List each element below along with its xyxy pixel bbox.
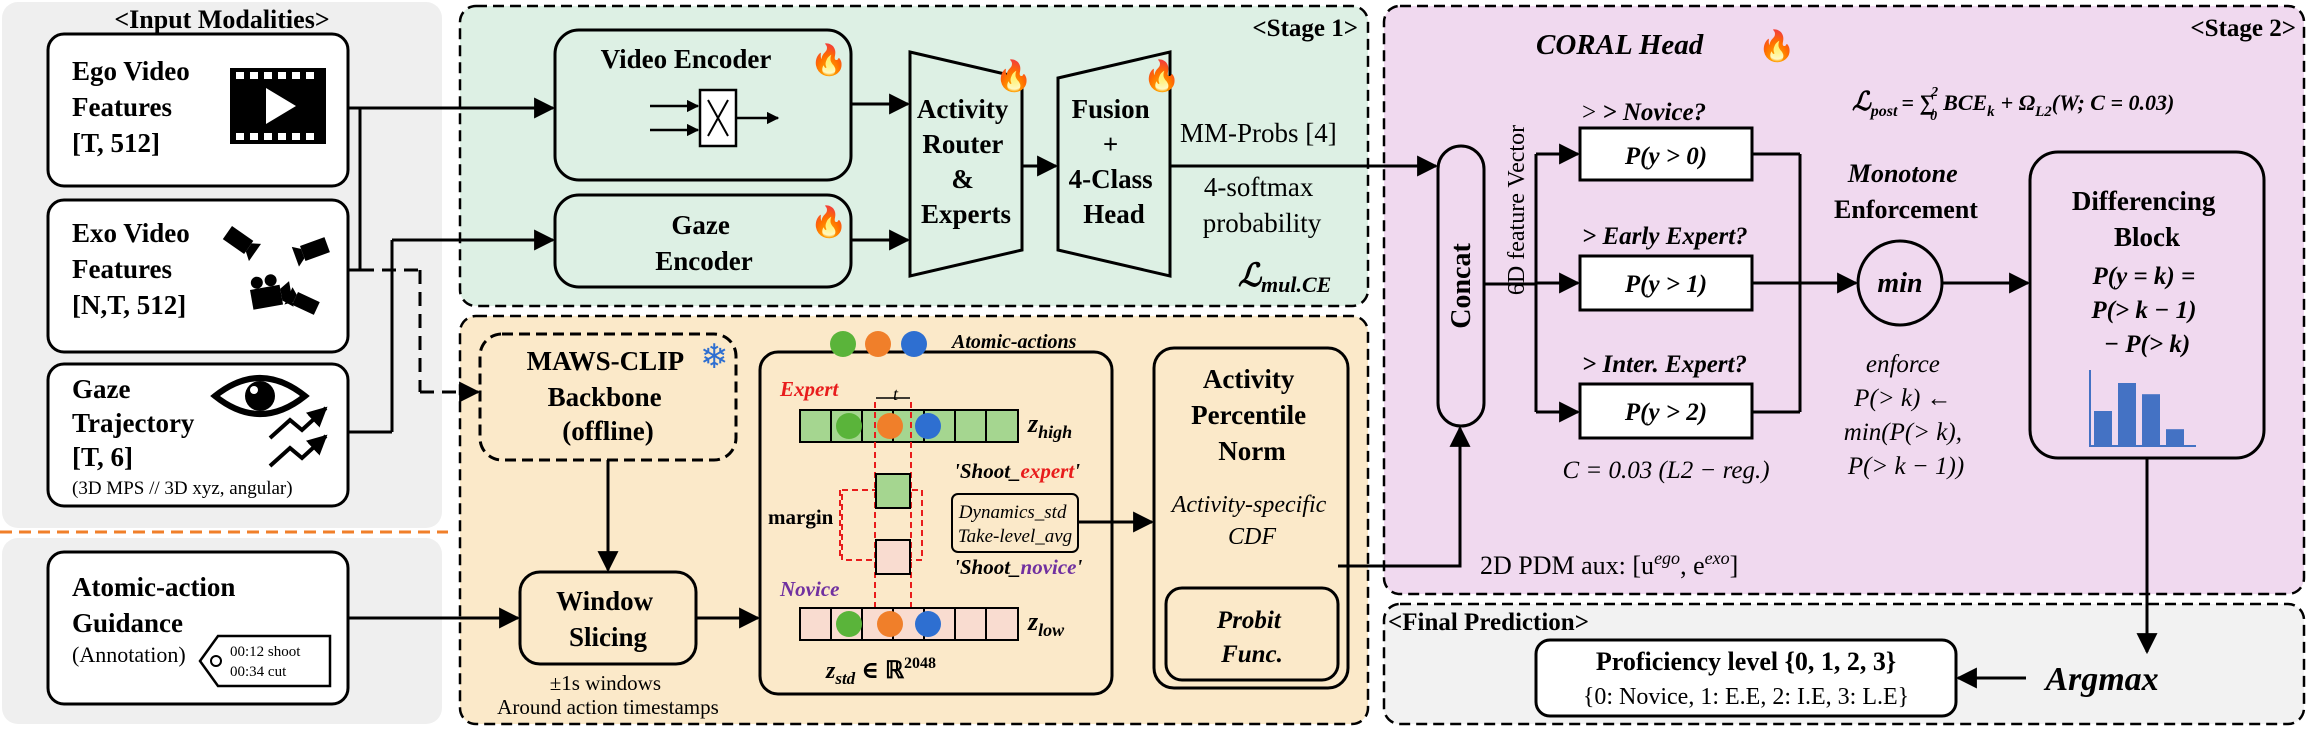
histogram-bar-2 bbox=[2142, 394, 2160, 446]
pdm-label: 2D PDM aux: [uego, eexo] bbox=[1480, 548, 1738, 580]
coral-title: CORAL Head bbox=[1536, 29, 1704, 61]
percentile-label: Activity Percentile Norm bbox=[1191, 364, 1313, 466]
exo-label: Exo Video Features [N,T, 512] bbox=[72, 218, 197, 320]
gaze-note: (3D MPS // 3D xyz, angular) bbox=[72, 478, 293, 499]
p2-box bbox=[1578, 382, 1754, 440]
eye-icon bbox=[210, 375, 310, 417]
fire-icon-gaze: 🔥 bbox=[810, 204, 847, 239]
softmax-label: 4-softmax probability bbox=[1203, 172, 1322, 238]
shoot-novice-label: 'Shoot_novice' bbox=[954, 555, 1083, 579]
p1-box bbox=[1578, 254, 1754, 312]
fire-icon-fusion: 🔥 bbox=[1143, 58, 1180, 93]
probability-histogram bbox=[2089, 370, 2196, 447]
q-inter: > Inter. Expert? bbox=[1582, 351, 1747, 378]
svg-text:00:12 shoot: 00:12 shoot bbox=[230, 644, 301, 660]
margin-cell-expert bbox=[875, 473, 911, 509]
stage2-title: <Stage 2> bbox=[2190, 15, 2296, 42]
film-icon bbox=[230, 68, 326, 144]
exo-box bbox=[46, 198, 350, 354]
proficiency-label: Proficiency level {0, 1, 2, 3} bbox=[1596, 647, 1896, 676]
feature-vec-label: 6D feature Vector bbox=[1504, 125, 1530, 295]
p2-label: P(y > 2) bbox=[1624, 399, 1707, 426]
atomic-actions-label: Atomic-actions bbox=[950, 331, 1077, 353]
expert-label: Expert bbox=[779, 377, 840, 401]
diff-title: Differencing Block bbox=[2072, 186, 2222, 252]
stage1-loss: ℒmul.CE bbox=[1238, 257, 1331, 297]
fire-icon-video: 🔥 bbox=[810, 42, 847, 77]
router-label: Activity Router & Experts bbox=[917, 94, 1015, 229]
cdf-label: Activity-specific CDF bbox=[1170, 492, 1333, 550]
p0-label: P(y > 0) bbox=[1624, 143, 1707, 170]
router-trapezoid bbox=[908, 50, 1024, 278]
ego-label: Ego Video Features [T, 512] bbox=[72, 56, 197, 158]
window-note: ±1s windows Around action timestamps bbox=[497, 671, 719, 719]
histogram-axis bbox=[2089, 370, 2196, 447]
probit-label: Probit Func. bbox=[1216, 607, 1287, 668]
c-reg-label: C = 0.03 (L2 − reg.) bbox=[1562, 457, 1769, 484]
shoot-expert-label: 'Shoot_expert' bbox=[954, 459, 1080, 483]
atomic-dots bbox=[830, 331, 927, 357]
z-high-strip bbox=[799, 409, 1019, 443]
input-title: <Input Modalities> bbox=[114, 5, 329, 34]
atomic-note: (Annotation) bbox=[72, 642, 186, 667]
histogram-bar-1 bbox=[2118, 383, 2136, 446]
margin-cell-novice bbox=[875, 539, 911, 575]
probit-box bbox=[1164, 586, 1340, 682]
t-label: t bbox=[893, 384, 899, 404]
dyn-label: Dynamics_std Take-level_avg bbox=[958, 502, 1072, 547]
fusion-label: Fusion + 4-Class Head bbox=[1069, 94, 1160, 229]
argmax-label: Argmax bbox=[2043, 661, 2158, 698]
gaze-label: Gaze Trajectory [T, 6] bbox=[72, 374, 201, 472]
q-novice: > > Novice? bbox=[1582, 99, 1706, 126]
enforce-label: enforce P(> k) ← min(P(> k), P(> k − 1)) bbox=[1844, 351, 1968, 480]
video-encoder-label: Video Encoder bbox=[601, 44, 772, 74]
window-label: Window Slicing bbox=[556, 586, 660, 652]
fire-icon-router: 🔥 bbox=[995, 58, 1032, 93]
p0-box bbox=[1578, 126, 1754, 182]
backbone-label: MAWS-CLIP Backbone (offline) bbox=[527, 346, 690, 446]
fire-icon-coral: 🔥 bbox=[1758, 28, 1795, 63]
fusion-trapezoid bbox=[1056, 50, 1172, 278]
final-title: <Final Prediction> bbox=[1388, 609, 1589, 636]
exo-cameras-icon bbox=[222, 226, 330, 315]
z-low-strip bbox=[799, 607, 1019, 641]
tag-icon: 00:12 shoot 00:34 cut bbox=[198, 634, 332, 688]
atomic-label: Atomic-action Guidance bbox=[72, 572, 242, 638]
zstd-label: zstd∈ ℝ2048 bbox=[825, 655, 936, 688]
mm-probs-label: MM-Probs [4] bbox=[1180, 118, 1337, 148]
histogram-bar-3 bbox=[2166, 429, 2184, 446]
encoder-block-icon bbox=[650, 88, 780, 148]
diff-eq: P(y = k) = P(> k − 1) − P(> k) bbox=[2090, 263, 2202, 358]
z-high-label: zhigh bbox=[1027, 409, 1072, 442]
histogram-bar-0 bbox=[2094, 411, 2112, 446]
z-low-label: zlow bbox=[1027, 607, 1065, 640]
min-label: min bbox=[1877, 268, 1922, 299]
trend-icon bbox=[268, 406, 328, 468]
p1-label: P(y > 1) bbox=[1624, 271, 1707, 298]
novice-label: Novice bbox=[779, 577, 839, 601]
monotone-label: Monotone Enforcement bbox=[1834, 159, 1978, 224]
stage1-title: <Stage 1> bbox=[1252, 15, 1358, 42]
proficiency-mapping: {0: Novice, 1: E.E, 2: I.E, 3: L.E} bbox=[1583, 684, 1909, 710]
margin-label: margin bbox=[768, 505, 834, 529]
concat-label: Concat bbox=[1446, 243, 1477, 329]
connectors bbox=[348, 93, 2158, 689]
svg-text:00:34 cut: 00:34 cut bbox=[230, 664, 287, 680]
gaze-encoder-label: Gaze Encoder bbox=[655, 210, 753, 276]
snowflake-icon: ❄ bbox=[700, 339, 729, 376]
q-early: > Early Expert? bbox=[1582, 223, 1748, 250]
